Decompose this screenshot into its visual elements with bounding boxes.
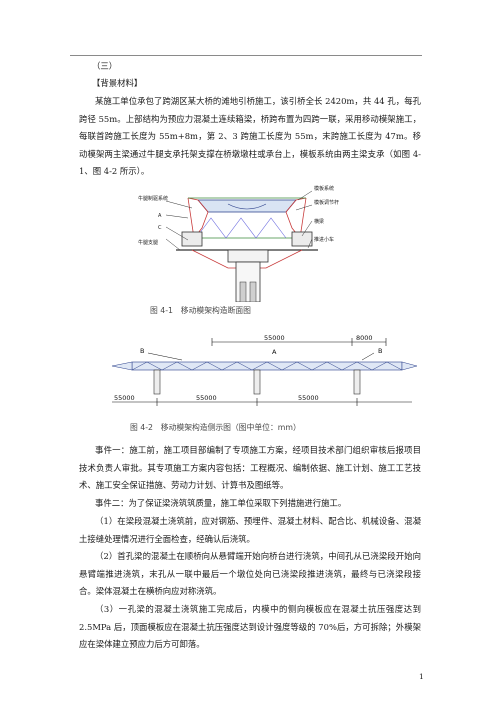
header-rule	[70, 55, 422, 56]
measure-3-paragraph: （3）一孔梁的混凝土浇筑施工完成后，内模中的侧向模板应在混凝土抗压强度达到 2.…	[79, 604, 421, 649]
figure-4-2-caption: 图 4-2 移动模架构造侧示图（图中单位：mm）	[130, 422, 301, 432]
section-label: （三）	[92, 61, 118, 71]
label-c: C	[158, 225, 162, 231]
label-formwork-system: 模板系统	[314, 185, 334, 192]
label-b-right: B	[378, 347, 382, 355]
event-2-paragraph: 事件二：为了保证梁浇筑筑质量，施工单位采取下列措施进行施工。	[95, 498, 347, 508]
measure-2-paragraph: （2）首孔梁的混凝土在顺桥向从悬臂端开始向桥台进行浇筑，中间孔从已浇梁段开始向悬…	[79, 551, 421, 596]
dim-top-left: 55000	[264, 334, 285, 342]
figure-4-1-diagram: 牛腿制驱系统 A C 牛腿支腿 模板系统 模板调节杆 横梁 推进小车	[138, 185, 339, 302]
figure-4-2-caption-text: 图 4-2 移动模架构造侧示图（图中单位：mm）	[130, 422, 301, 432]
label-formwork-adjust: 模板调节杆	[314, 199, 339, 206]
measure-1-paragraph: （1）在梁段混凝土浇筑前，应对钢筋、预埋件、混凝土材料、配合比、机械设备、混凝土…	[79, 516, 421, 544]
figure-4-1-caption: 图 4-1 移动模架构造断面图	[150, 305, 251, 315]
label-b-left: B	[140, 347, 144, 355]
label-push-cart: 推进小车	[314, 236, 334, 243]
dim-top-right: 8000	[356, 334, 373, 342]
background-header: 【背景材料】	[92, 78, 143, 88]
figure-4-2-diagram: 55000 8000 B A B 55000 55000 55000	[112, 334, 417, 406]
dim-bottom-2: 55000	[196, 394, 217, 402]
label-a-side: A	[272, 348, 277, 356]
page-number: 1	[419, 672, 424, 681]
intro-paragraph: 某施工单位承包了跨湖区某大桥的滩地引桥施工，该引桥全长 2420m，共 44 孔…	[79, 96, 421, 176]
figure-4-1-caption-text: 图 4-1 移动模架构造断面图	[150, 305, 251, 315]
label-niutui-system: 牛腿制驱系统	[138, 195, 168, 202]
label-main-beam: 横梁	[314, 218, 324, 225]
dim-bottom-1: 55000	[114, 394, 135, 402]
label-niutui-support: 牛腿支腿	[138, 239, 158, 246]
event-1-paragraph: 事件一：施工前，施工项目部编制了专项施工方案，经项目技术部门组织审核后报项目技术…	[79, 445, 421, 490]
dim-bottom-3: 55000	[298, 394, 319, 402]
label-a: A	[158, 213, 162, 219]
